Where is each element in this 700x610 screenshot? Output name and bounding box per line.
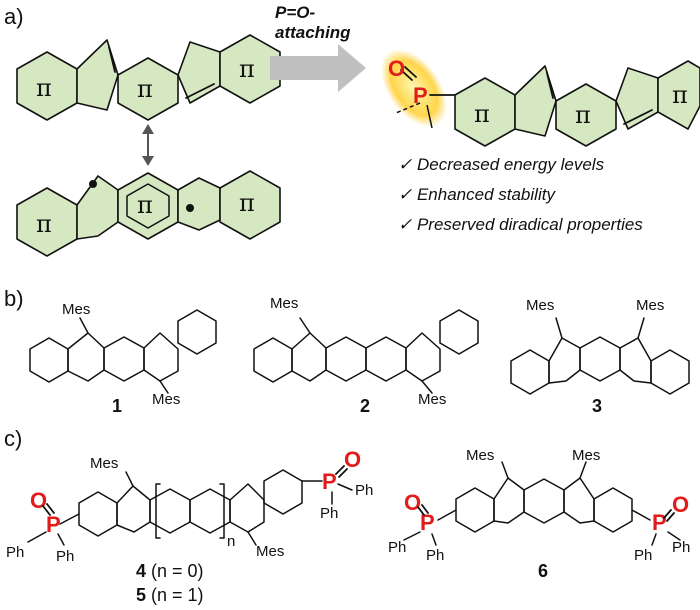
- mes-label: Mes: [90, 455, 118, 472]
- oxygen-atom: O: [344, 447, 361, 472]
- aromatic-inner-ring: [126, 183, 170, 229]
- quinoidal-structure: π π π: [16, 34, 281, 121]
- double-bond: [623, 109, 653, 125]
- mes-label: Mes: [256, 543, 284, 560]
- compound-number: 6: [538, 561, 548, 581]
- glow-highlight: [380, 48, 448, 128]
- phosphorus-atom: P: [413, 83, 428, 108]
- ring-five-left: [76, 39, 119, 111]
- ring-right: [657, 60, 700, 130]
- pi-label: π: [36, 74, 52, 102]
- pi-label: π: [575, 101, 591, 129]
- ring-five-right: [615, 67, 659, 130]
- compound-4-5-structure: Mes Mes n P O Ph Ph P O Ph Ph: [6, 447, 373, 565]
- arrow-label-line2: attaching: [275, 23, 351, 42]
- mes-label: Mes: [270, 295, 298, 312]
- phosphoryl-product: O P π π π: [380, 48, 700, 147]
- compound-5-note: (n = 1): [146, 585, 204, 605]
- mes-label: Mes: [526, 297, 554, 314]
- oxygen-atom: O: [404, 490, 421, 515]
- compound-5-label: 5: [136, 585, 146, 605]
- mes-label: Mes: [152, 391, 180, 408]
- diradical-structure: π π π: [16, 170, 281, 257]
- double-bond: [185, 83, 215, 99]
- double-bond: [546, 72, 554, 99]
- pi-label: π: [474, 100, 490, 128]
- mes-label: Mes: [62, 301, 90, 318]
- ring-right: [219, 170, 281, 240]
- feature-item: ✓ Decreased energy levels: [398, 155, 605, 174]
- compound-number: 5 (n = 1): [136, 585, 204, 605]
- reaction-arrow: [270, 44, 366, 92]
- pi-label: π: [672, 81, 688, 109]
- ph-label: Ph: [388, 539, 406, 556]
- mes-label: Mes: [636, 297, 664, 314]
- pi-label: π: [36, 210, 52, 238]
- phosphorus-atom: P: [420, 510, 435, 535]
- pi-label: π: [239, 55, 255, 83]
- compound-4-note: (n = 0): [146, 561, 204, 581]
- compound-3-structure: Mes Mes: [510, 297, 690, 395]
- resonance-arrow: [142, 124, 154, 166]
- feature-item: ✓ Enhanced stability: [398, 185, 556, 204]
- panel-label-a: a): [4, 4, 24, 29]
- ring-five-right: [177, 41, 221, 104]
- ph-label: Ph: [320, 505, 338, 522]
- compound-4-label: 4: [136, 561, 146, 581]
- radical-dot: [89, 180, 97, 188]
- feature-item: ✓ Preserved diradical properties: [398, 215, 643, 234]
- compound-number: 2: [360, 396, 370, 416]
- ph-label: Ph: [672, 539, 690, 556]
- pi-label: π: [137, 191, 153, 219]
- ring-five-left: [514, 65, 557, 137]
- phosphorus-atom: P: [46, 512, 61, 537]
- ph-label: Ph: [6, 544, 24, 561]
- phosphorus-atom: P: [322, 469, 337, 494]
- ph-label: Ph: [56, 548, 74, 565]
- mes-label: Mes: [418, 391, 446, 408]
- phosphorus-atom: P: [652, 510, 667, 535]
- oxygen-atom: O: [672, 492, 689, 517]
- compound-2-structure: Mes Mes: [253, 295, 479, 408]
- ring-five-left: [76, 175, 119, 240]
- mes-label: Mes: [572, 447, 600, 464]
- ring-center: [117, 57, 179, 121]
- ring-five-right: [177, 177, 221, 231]
- ph-label: Ph: [426, 547, 444, 564]
- pi-label: π: [137, 75, 153, 103]
- pi-label: π: [239, 189, 255, 217]
- panel-label-c: c): [4, 426, 22, 451]
- compound-number: 1: [112, 396, 122, 416]
- panel-label-b: b): [4, 286, 24, 311]
- ph-label: Ph: [355, 482, 373, 499]
- compound-number: 4 (n = 0): [136, 561, 204, 581]
- ring-right: [219, 34, 281, 104]
- double-bond: [108, 46, 116, 73]
- compound-number: 3: [592, 396, 602, 416]
- repeat-index: n: [227, 533, 235, 550]
- compound-1-structure: Mes Mes: [29, 301, 217, 408]
- compound-6-structure: Mes Mes P O Ph Ph P O Ph Ph: [388, 447, 690, 564]
- ph-label: Ph: [634, 547, 652, 564]
- oxygen-atom: O: [388, 56, 405, 81]
- radical-dot: [186, 204, 194, 212]
- mes-label: Mes: [466, 447, 494, 464]
- ring-center: [555, 83, 617, 147]
- arrow-label-line1: P=O-: [275, 3, 315, 22]
